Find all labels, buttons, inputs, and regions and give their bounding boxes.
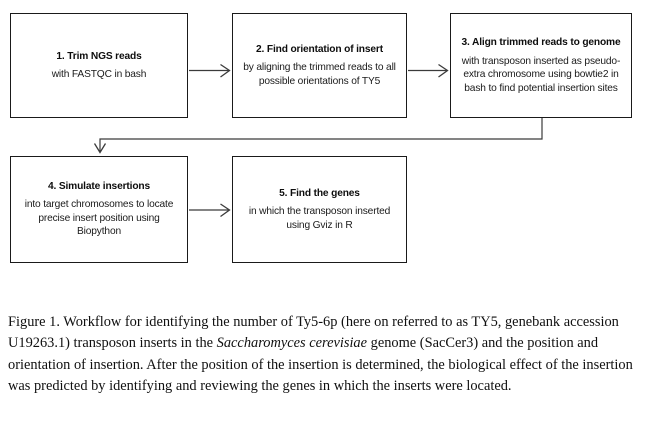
- flow-step-5-title: 5. Find the genes: [279, 188, 360, 200]
- flow-step-4-title: 4. Simulate insertions: [47, 181, 150, 193]
- arrow-box1-to-box2: [189, 63, 231, 78]
- caption-text-part-1: Figure 1. Workflow for identifying the n…: [8, 314, 619, 352]
- flow-step-2-title: 2. Find orientation of insert: [256, 44, 383, 56]
- flow-step-3-body: with transposon inserted as pseudo-extra…: [461, 55, 621, 94]
- flow-step-5-body: in which the transposon inserted using G…: [248, 206, 391, 231]
- flow-step-5-find-the-genes[interactable]: 5. Find the genes in which the transposo…: [232, 156, 407, 263]
- flow-step-1-body: with FASTQC in bash: [51, 68, 147, 80]
- arrow-box2-to-box3: [408, 63, 449, 78]
- arrow-box4-to-box5: [189, 203, 231, 218]
- arrow-box3-to-box4: [93, 118, 543, 154]
- flow-step-1-title: 1. Trim NGS reads: [56, 50, 142, 62]
- flow-step-2-find-orientation[interactable]: 2. Find orientation of insert by alignin…: [232, 13, 407, 118]
- figure-flowchart: 1. Trim NGS reads with FASTQC in bash 2.…: [10, 13, 632, 263]
- flow-step-1-trim-ngs-reads[interactable]: 1. Trim NGS reads with FASTQC in bash: [10, 13, 188, 118]
- flow-step-2-body: by aligning the trimmed reads to all pos…: [243, 62, 396, 87]
- caption-species-name: Saccharomyces cerevisiae: [216, 335, 368, 352]
- figure-caption: Figure 1. Workflow for identifying the n…: [8, 312, 656, 398]
- flow-step-4-body: into target chromosomes to locate precis…: [24, 199, 174, 238]
- caption-text-part-2: genome (SacCer3) and the position and or…: [8, 335, 633, 395]
- flow-step-3-title: 3. Align trimmed reads to genome: [461, 36, 621, 48]
- flow-step-4-simulate-insertions[interactable]: 4. Simulate insertions into target chrom…: [10, 156, 188, 263]
- flow-step-3-align-to-genome[interactable]: 3. Align trimmed reads to genome with tr…: [450, 13, 632, 118]
